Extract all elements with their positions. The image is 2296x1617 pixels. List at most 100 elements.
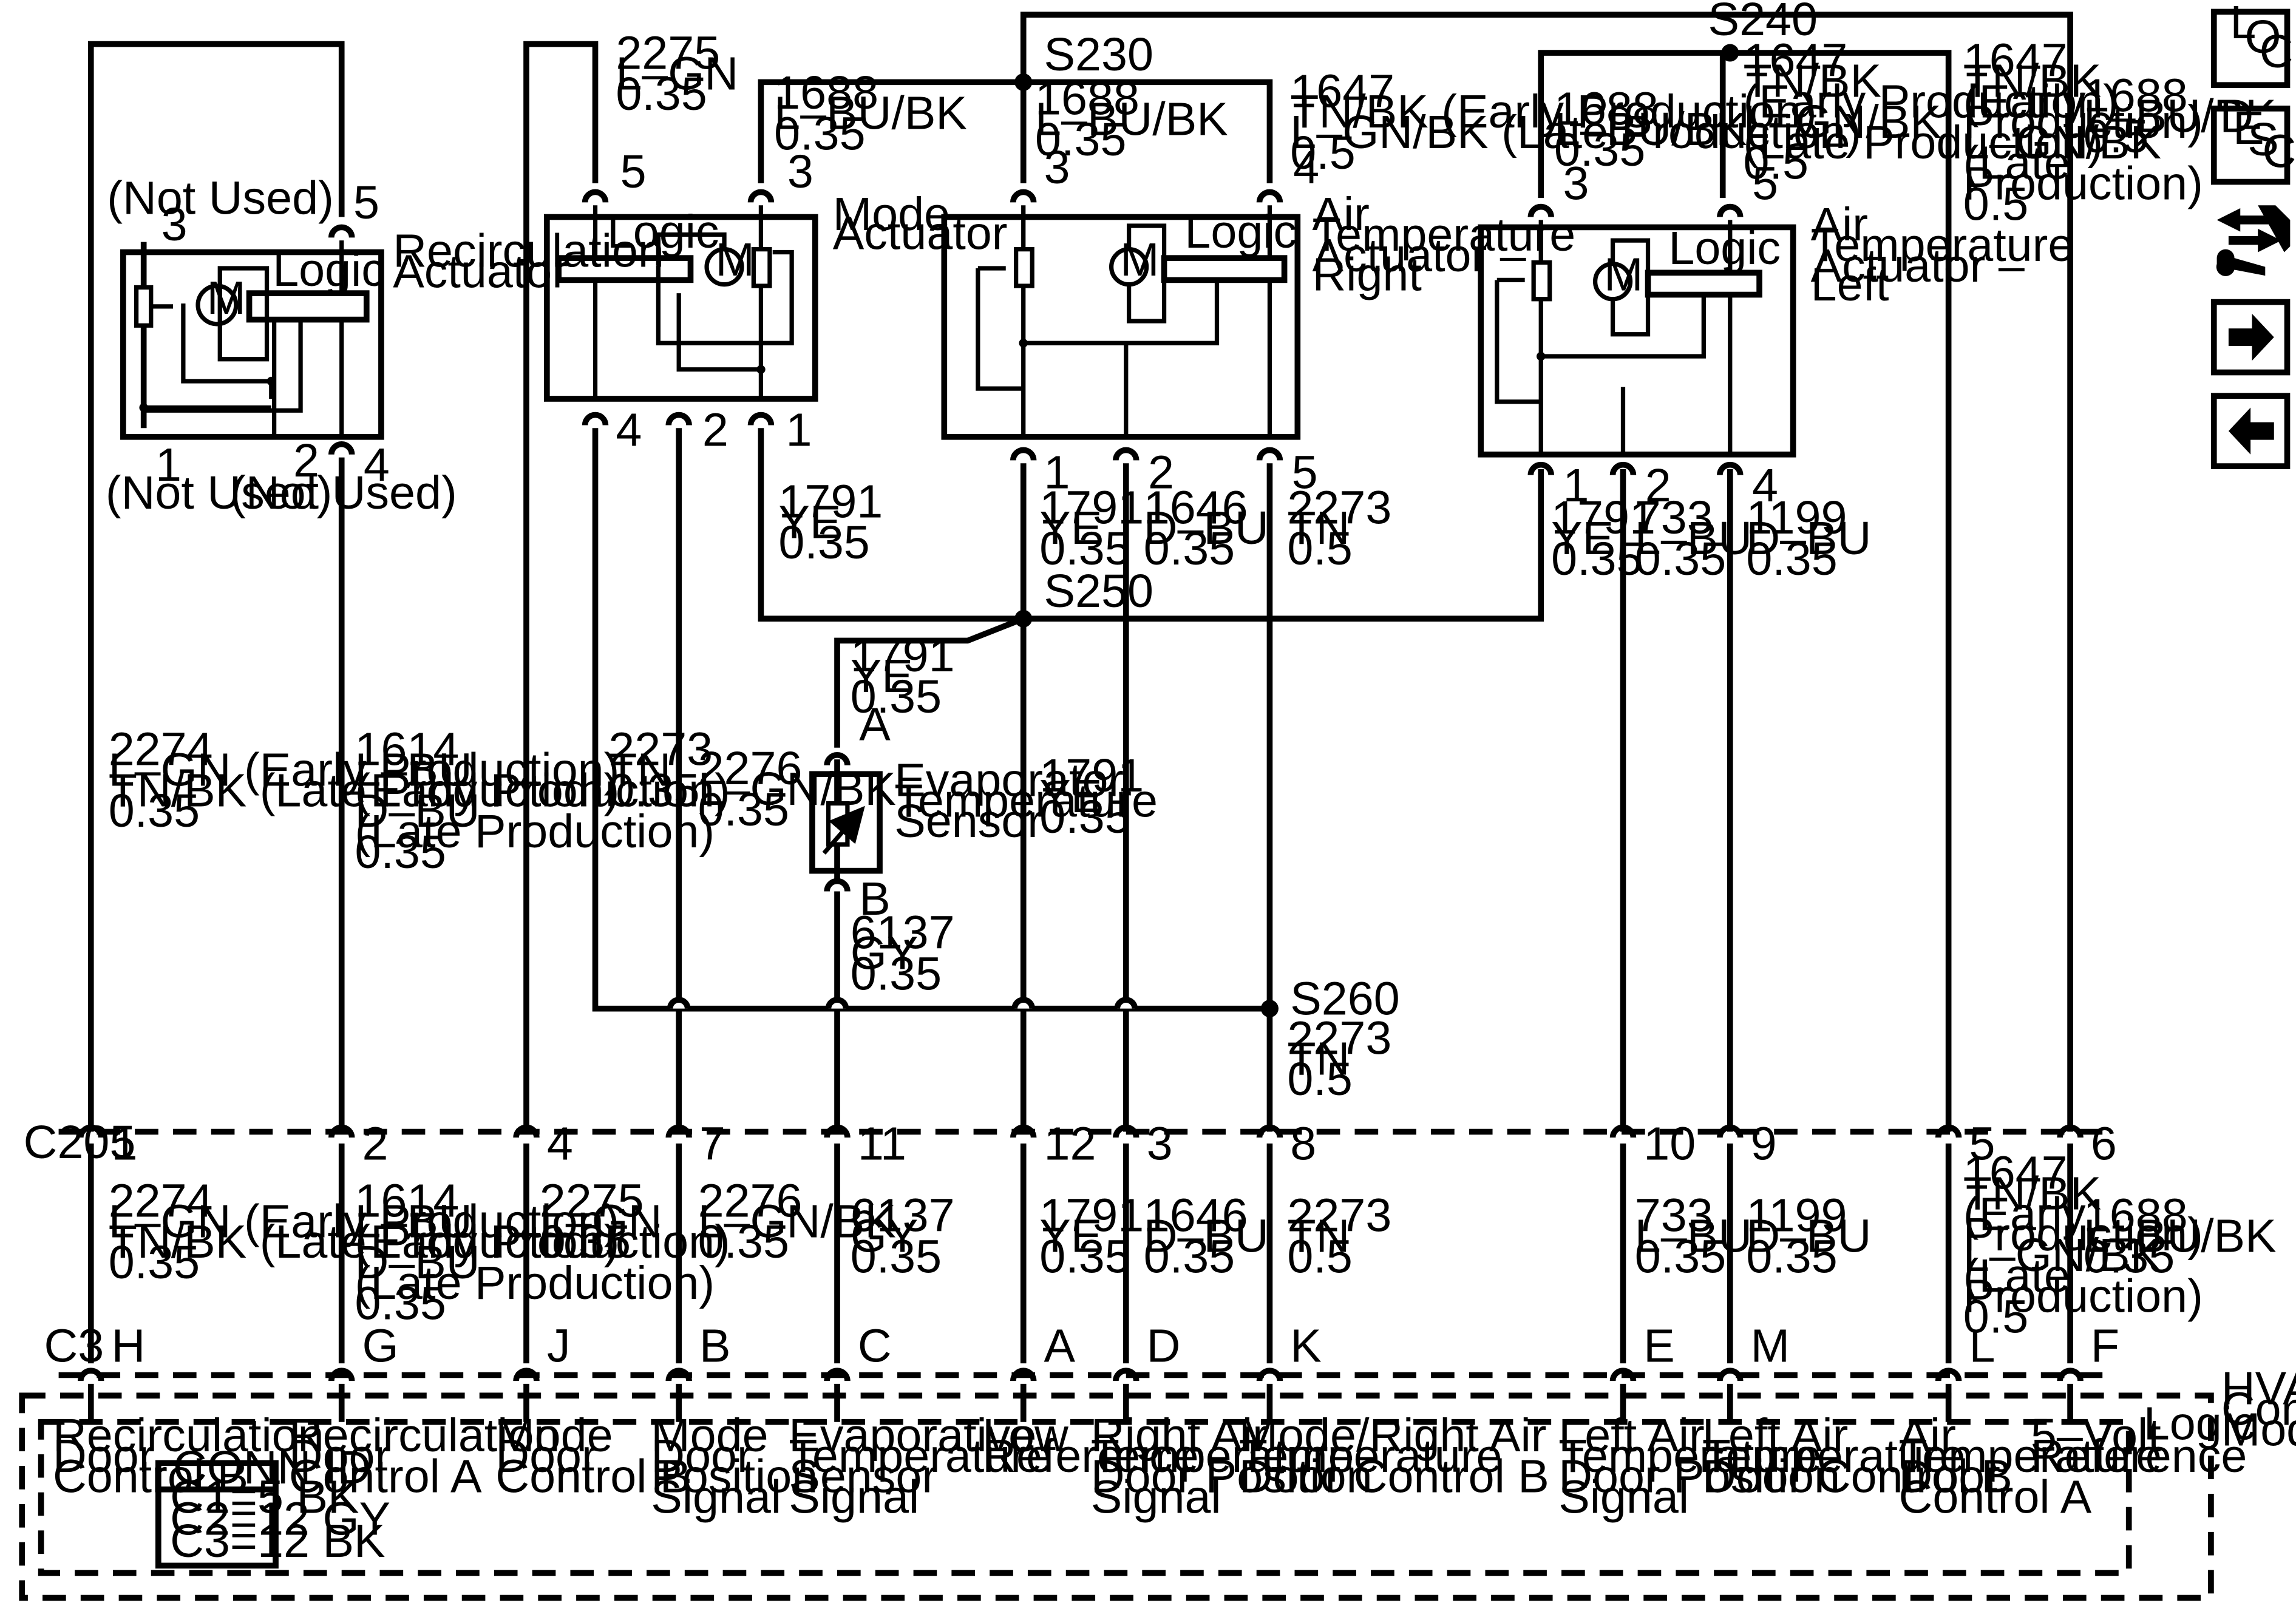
c3-pin: G	[362, 1320, 399, 1372]
wire-2275-line: 2275	[616, 27, 720, 80]
c205-pin: 9	[1751, 1117, 1777, 1170]
splice-s230-dot	[1014, 73, 1033, 91]
splice-s240-dot	[1721, 44, 1739, 62]
module-signal-9-line: Temperature	[1558, 1430, 1822, 1482]
conn-id-title: CONN ID	[173, 1442, 371, 1494]
lower-wire-1614-line: (Late Production)	[355, 1257, 715, 1309]
module-signal-6-line: Low	[982, 1409, 1068, 1462]
module-signal-5-line: Temperature	[789, 1430, 1052, 1482]
wire-1791-left-line: 1791	[1551, 492, 1656, 544]
c3-pin: H	[112, 1320, 146, 1372]
lower-wire-6137-line: 6137	[851, 1190, 955, 1242]
wire-1791-mid-line: 0.35	[1039, 791, 1130, 843]
lower-wire-1647-line: TN/BK	[1963, 1168, 2102, 1220]
wire-1791-mode-line: 1791	[778, 476, 883, 528]
previous-page-button[interactable]	[2210, 393, 2291, 469]
wire-2275-line: L–GN	[616, 47, 738, 100]
recirc-pin-4: 4	[364, 439, 390, 491]
lower-wire-2274-line: 2274	[109, 1175, 213, 1227]
mode-pin-2: 2	[702, 404, 729, 456]
mode-actuator: Logic M Mode Actuator 5 3 4 2 1	[543, 146, 1008, 456]
module-signal-8-line: Mode/Right Air	[1239, 1409, 1547, 1462]
wire-1647-far-line: Production)	[1963, 96, 2203, 148]
arrow-left-icon	[2228, 407, 2274, 455]
c205-pin: 5	[1969, 1117, 1995, 1170]
lower-wire-1647-line: 1647	[1963, 1147, 2068, 1199]
evap-name-3: Sensor	[894, 795, 1043, 847]
wire-1791-right-line: YE	[1039, 502, 1102, 554]
wire-1791-evap-line: 0.35	[851, 671, 942, 723]
wire-2274-line: 2274	[109, 724, 213, 776]
wire-733-line: 0.35	[1635, 533, 1726, 585]
module-signal-3-line: Door	[495, 1430, 597, 1482]
right-logic-label: Logic	[1184, 206, 1297, 258]
module-name-1: HVAC	[2221, 1363, 2296, 1415]
terminal-cup	[747, 189, 775, 203]
wire-1647-far-line: Production)	[1963, 158, 2203, 210]
wire-1791-left-line: 0.35	[1551, 533, 1642, 585]
wire-1791-evap-line: 1791	[851, 629, 955, 682]
wire-1791-mid-line: YE	[1039, 770, 1102, 822]
lower-wire-1199-line: D–BU	[1746, 1210, 1871, 1263]
left-logic-label: Logic	[1668, 222, 1781, 274]
wire-6137-line: 6137	[851, 907, 955, 959]
conn-id-row-1: C1=5 BK	[170, 1471, 359, 1523]
lower-wire-2273-line: 2273	[1287, 1190, 1391, 1242]
module-signal-1-line: Door	[53, 1430, 154, 1482]
terminal-cup	[747, 412, 775, 425]
terminal-cup	[1010, 447, 1037, 461]
module-signal-3-line: Mode	[495, 1409, 613, 1462]
wire-1614-line: (Late Production)	[355, 805, 715, 858]
recirc-pin-2: 2	[293, 435, 319, 487]
terminal-cup	[1256, 447, 1283, 461]
location-button[interactable]: L O C	[2210, 0, 2294, 88]
c205-pin: 1	[112, 1117, 138, 1170]
wire-1647-left-line: L–GN/BK	[1744, 96, 1941, 148]
left-name-2: Temperature	[1811, 219, 2074, 271]
lower-wire-1647: 1647TN/BK(EarlyProduction)L–GN/BK(LatePr…	[1963, 1147, 2203, 1343]
lower-wire-2275-line: 2275	[540, 1175, 644, 1227]
wire-1688-right-line: L–BU/BK	[1035, 93, 1228, 145]
air-temperature-actuator-left: M Logic Air Temperature Actuator – Left …	[1478, 158, 2074, 512]
wire-2274-line: 0.35	[109, 785, 200, 837]
module-signal-2-line: Door	[289, 1430, 390, 1482]
nav-panel: L O C D E S C	[2210, 0, 2296, 469]
c3-pin: J	[547, 1320, 571, 1372]
wire-1647-left-line: (Early Production)	[1744, 75, 2119, 127]
wire-1647-far-line: L–GN/BK	[1963, 117, 2161, 169]
wire-1688-left-line: 0.35	[1554, 124, 1645, 176]
wire-1614-line: 0.35	[355, 826, 446, 878]
right-name-2: Temperature	[1312, 209, 1575, 261]
next-page-button[interactable]	[2210, 299, 2291, 376]
connector-tool-icon[interactable]	[2216, 205, 2291, 276]
module-signal-4-line: Mode	[651, 1409, 768, 1462]
description-button[interactable]: D E S C	[2210, 90, 2296, 185]
desc-letter-3: S	[2247, 114, 2279, 166]
wire-1199-line: D–BU	[1746, 512, 1871, 564]
wire-2273-s260-line: 0.5	[1287, 1053, 1352, 1105]
lower-wire-2275-line: 0.35	[540, 1216, 631, 1268]
terminal-cup	[665, 412, 692, 425]
module-signal-10-line: Door Control B	[1702, 1451, 2012, 1503]
right-pin-4: 4	[1293, 141, 1319, 194]
lower-wire-2273-line: 0.5	[1287, 1230, 1352, 1283]
terminal-cup	[1113, 447, 1140, 461]
lower-wire-1688-line: 1688	[2084, 1190, 2188, 1242]
mode-pin-3: 3	[787, 146, 813, 198]
lower-wire-1647-line: L–GN/BK	[1963, 1229, 2161, 1281]
